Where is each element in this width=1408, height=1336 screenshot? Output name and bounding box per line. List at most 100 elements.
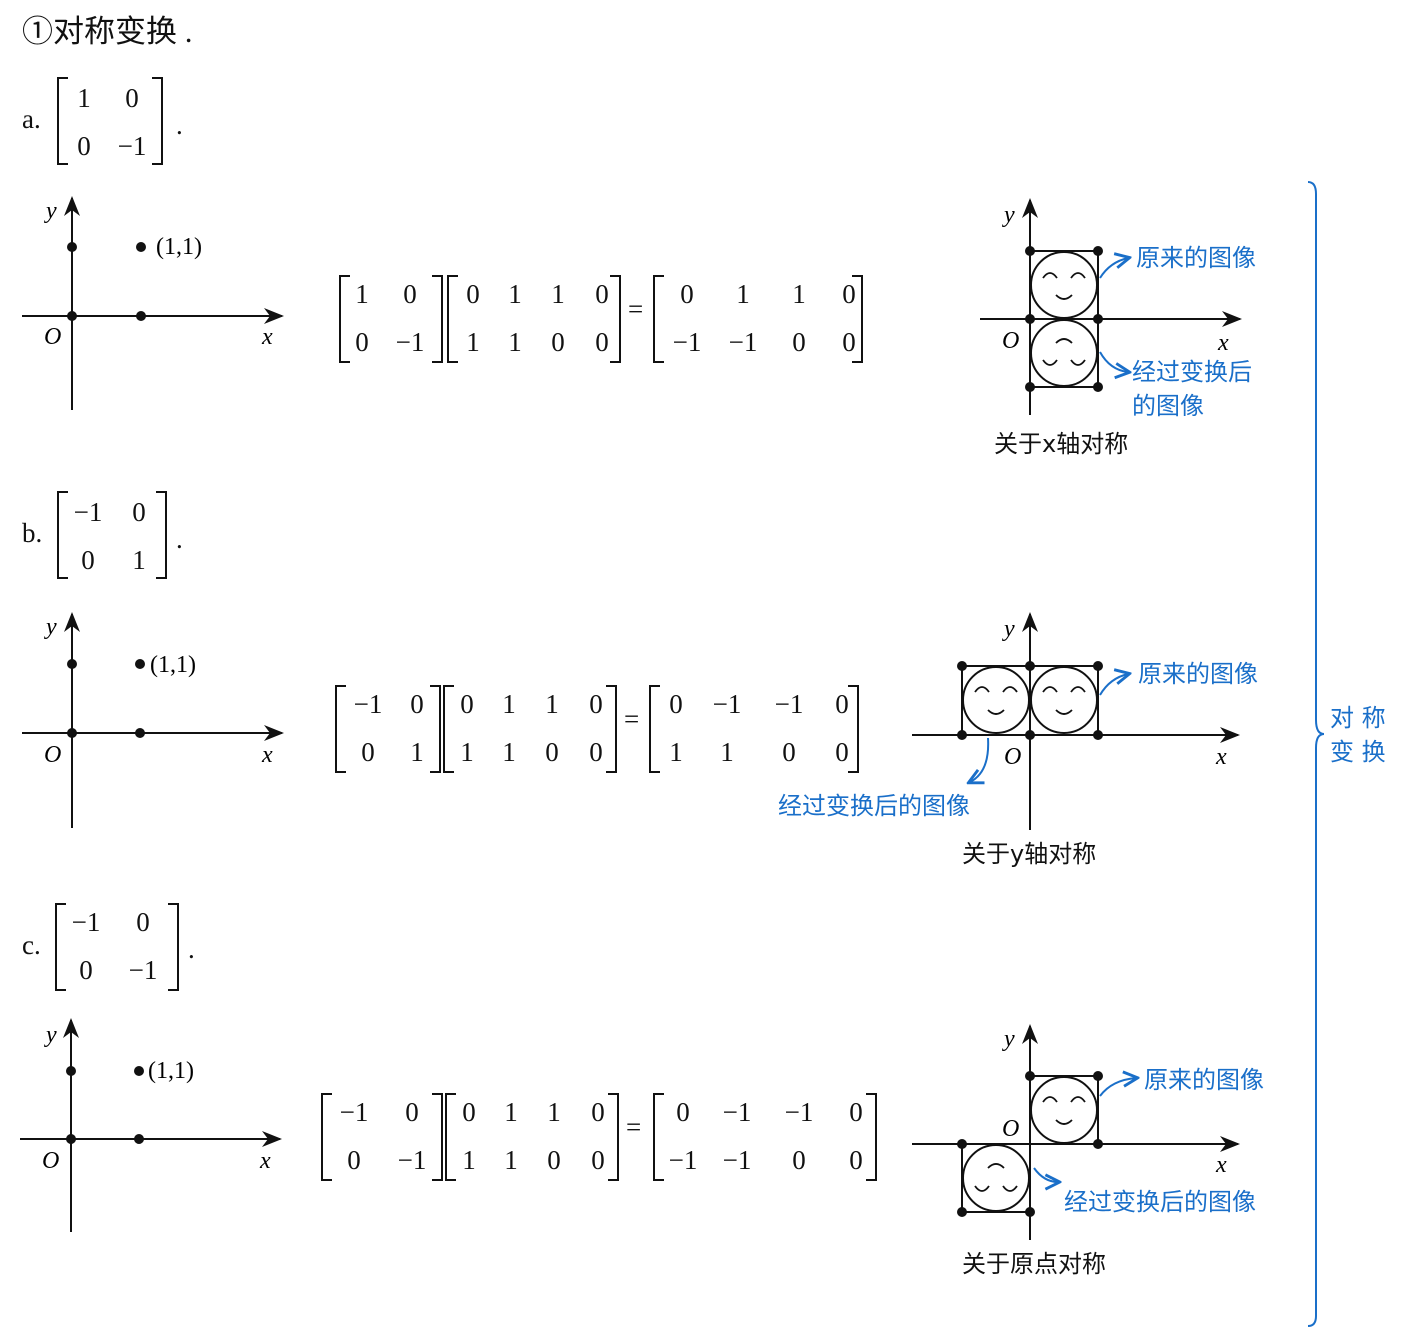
matrix-cell: 0	[545, 737, 559, 767]
matrix-cell: 0	[466, 279, 480, 309]
original-image-annotation: 原来的图像	[1144, 1066, 1264, 1094]
matrix-cell: 1	[504, 1145, 518, 1175]
section-title: ①对称变换 .	[22, 14, 193, 49]
figure-c	[912, 1024, 1240, 1240]
left-axes-a	[22, 196, 284, 410]
matrix-a: 1 0 0 −1	[62, 74, 158, 170]
period: .	[176, 110, 183, 140]
matrix-cell: 0	[132, 497, 146, 527]
matrix-cell: 0	[136, 907, 150, 937]
transformed-image-annotation: 经过变换后的图像	[778, 792, 970, 820]
matrix-cell: 1	[504, 1097, 518, 1127]
matrix-cell: 0	[460, 689, 474, 719]
y-axis-label: y	[44, 1022, 57, 1048]
matrix-cell: 1	[508, 279, 522, 309]
matrix-cell: 0	[591, 1097, 605, 1127]
eq-a-result-matrix: 0 1 1 0 −1 −1 0 0	[662, 270, 874, 366]
point-label: (1,1)	[148, 1058, 194, 1084]
period: .	[188, 934, 195, 964]
matrix-cell: 0	[792, 1145, 806, 1175]
y-axis-label: y	[44, 614, 57, 640]
matrix-cell: 1	[508, 327, 522, 357]
eq-b-points-matrix: 0 1 1 0 1 1 0 0	[446, 680, 618, 776]
matrix-cell: −1	[117, 131, 147, 161]
section-b-label: b.	[22, 518, 43, 548]
matrix-cell: 1	[460, 737, 474, 767]
y-axis-label: y	[1002, 616, 1015, 642]
matrix-cell: 1	[545, 689, 559, 719]
matrix-cell: 0	[835, 689, 849, 719]
equals-sign: =	[628, 294, 644, 324]
matrix-cell: −1	[722, 1145, 752, 1175]
matrix-cell: 1	[77, 83, 91, 113]
matrix-cell: −1	[71, 907, 101, 937]
matrix-cell: 0	[792, 327, 806, 357]
matrix-cell: 0	[835, 737, 849, 767]
matrix-cell: 0	[405, 1097, 419, 1127]
matrix-cell: 1	[410, 737, 424, 767]
section-c-label: c.	[22, 930, 41, 960]
matrix-cell: 0	[849, 1145, 863, 1175]
matrix-cell: 0	[595, 327, 609, 357]
matrix-cell: 1	[466, 327, 480, 357]
matrix-cell: −1	[774, 689, 804, 719]
origin-label: O	[1004, 744, 1021, 770]
figure-b-caption: 关于y轴对称	[962, 840, 1096, 868]
figure-c-caption: 关于原点对称	[962, 1250, 1106, 1278]
transformed-image-annotation-line2: 的图像	[1132, 392, 1204, 420]
matrix-cell: −1	[668, 1145, 698, 1175]
matrix-cell: 0	[79, 955, 93, 985]
matrix-cell: −1	[672, 327, 702, 357]
matrix-brackets	[55, 77, 877, 1181]
matrix-cell: 0	[547, 1145, 561, 1175]
matrix-cell: 0	[589, 737, 603, 767]
x-axis-label: x	[1215, 744, 1227, 770]
matrix-cell: −1	[397, 1145, 427, 1175]
matrix-cell: 1	[551, 279, 565, 309]
matrix-cell: −1	[395, 327, 425, 357]
matrix-cell: −1	[353, 689, 383, 719]
origin-label: O	[1002, 328, 1019, 354]
matrix-cell: 1	[502, 689, 516, 719]
origin-label: O	[44, 742, 61, 768]
matrix-cell: 0	[81, 545, 95, 575]
original-image-annotation: 原来的图像	[1138, 660, 1258, 688]
brace-label-line1: 对 称	[1330, 704, 1386, 732]
matrix-cell: 0	[591, 1145, 605, 1175]
matrix-cell: 0	[403, 279, 417, 309]
origin-label: O	[1002, 1116, 1019, 1142]
y-axis-label: y	[1002, 202, 1015, 228]
eq-a-left-matrix: 1 0 0 −1	[344, 270, 440, 366]
x-axis-label: x	[261, 742, 273, 768]
figure-b	[912, 612, 1240, 830]
left-axes-c	[20, 1018, 282, 1232]
eq-b-left-matrix: −1 0 0 1	[342, 680, 440, 776]
matrix-cell: 1	[502, 737, 516, 767]
equals-sign: =	[626, 1112, 642, 1142]
matrix-cell: 0	[77, 131, 91, 161]
matrix-cell: −1	[73, 497, 103, 527]
period: .	[176, 524, 183, 554]
matrix-cell: 1	[720, 737, 734, 767]
eq-c-left-matrix: −1 0 0 −1	[328, 1088, 444, 1184]
matrix-cell: 1	[669, 737, 683, 767]
matrix-cell: 1	[547, 1097, 561, 1127]
matrix-cell: 1	[132, 545, 146, 575]
matrix-cell: −1	[339, 1097, 369, 1127]
matrix-cell: −1	[784, 1097, 814, 1127]
eq-a-points-matrix: 0 1 1 0 1 1 0 0	[452, 270, 624, 366]
transformed-image-annotation: 经过变换后的图像	[1064, 1188, 1256, 1216]
matrix-c: −1 0 0 −1	[60, 898, 174, 994]
transformed-image-annotation-line1: 经过变换后	[1132, 358, 1252, 386]
matrix-cell: 0	[782, 737, 796, 767]
matrix-cell: 0	[551, 327, 565, 357]
x-axis-label: x	[259, 1148, 271, 1174]
matrix-cell: 0	[595, 279, 609, 309]
right-brace	[1307, 181, 1325, 1327]
matrix-cell: 1	[792, 279, 806, 309]
eq-c-points-matrix: 0 1 1 0 1 1 0 0	[448, 1088, 620, 1184]
matrix-cell: 1	[355, 279, 369, 309]
matrix-cell: −1	[728, 327, 758, 357]
eq-b-result-matrix: 0 −1 −1 0 1 1 0 0	[656, 680, 864, 776]
